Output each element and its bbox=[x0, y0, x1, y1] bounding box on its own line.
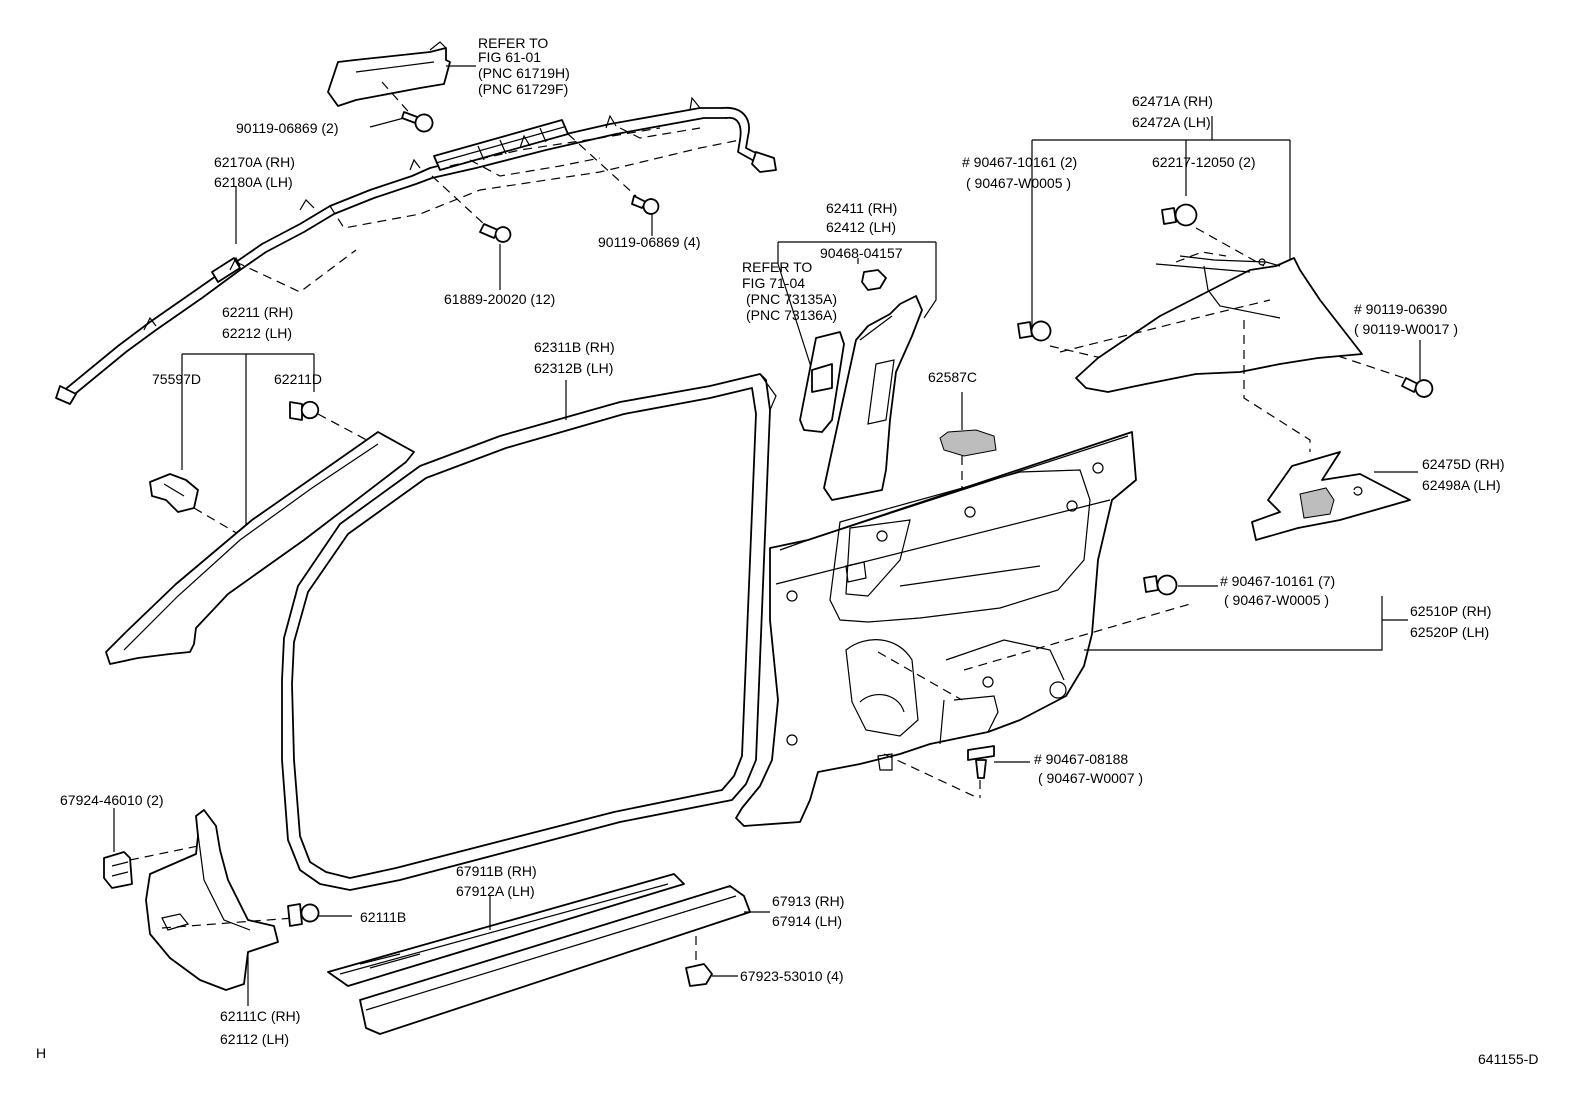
label-c-pillar-lh: 62472A (LH) bbox=[1132, 114, 1211, 130]
clip-67924-icon bbox=[103, 851, 133, 889]
label-refer-61-line2: FIG 61-01 bbox=[478, 49, 541, 65]
label-a-pillar-lh: 62212 (LH) bbox=[222, 325, 292, 341]
label-b-pillar-lh: 62412 (LH) bbox=[826, 219, 896, 235]
label-cover-62587c: 62587C bbox=[928, 369, 977, 385]
label-clip-46010: 67924-46010 (2) bbox=[60, 792, 164, 808]
cover-62587c bbox=[939, 429, 997, 457]
label-c-pillar-rh: 62471A (RH) bbox=[1132, 93, 1213, 109]
cowl-side-trim bbox=[145, 809, 279, 991]
c-pillar-garnish bbox=[1075, 255, 1363, 393]
label-clip-10161-7: # 90467-10161 (7) bbox=[1220, 573, 1335, 589]
label-airbag-lh: 62180A (LH) bbox=[214, 174, 293, 190]
label-refer-71-line2: FIG 71-04 bbox=[742, 275, 805, 291]
label-airbag-rh: 62170A (RH) bbox=[214, 154, 295, 170]
clip-62111b-icon bbox=[287, 903, 320, 927]
label-bolt-top: 90119-06869 (2) bbox=[236, 120, 338, 136]
label-weatherstrip-rh: 62311B (RH) bbox=[534, 339, 615, 355]
label-pad-lh: 62498A (LH) bbox=[1422, 477, 1501, 493]
clip-90467-08188-icon bbox=[967, 745, 995, 779]
a-pillar-garnish bbox=[105, 431, 415, 665]
label-scuff-rh: 67911B (RH) bbox=[456, 863, 537, 879]
clip-62211d-icon bbox=[289, 400, 320, 421]
curtain-airbag bbox=[55, 96, 777, 405]
label-scuff-lh: 67912A (LH) bbox=[456, 883, 535, 899]
label-pad-rh: 62475D (RH) bbox=[1422, 456, 1504, 472]
bolt-90119-icon bbox=[1401, 377, 1434, 398]
label-cowl-rh: 62111C (RH) bbox=[220, 1008, 300, 1024]
label-clip-w0005-b: ( 90467-W0005 ) bbox=[1224, 592, 1329, 608]
label-clip-w0007: ( 90467-W0007 ) bbox=[1038, 770, 1143, 786]
label-clip-62211d: 62211D bbox=[274, 371, 322, 387]
label-sill-rh: 67913 (RH) bbox=[772, 893, 844, 909]
label-a-pillar-rh: 62211 (RH) bbox=[222, 304, 293, 320]
label-group: REFER TO FIG 61-01 (PNC 61719H) (PNC 617… bbox=[36, 35, 1538, 1067]
label-clip-53010: 67923-53010 (4) bbox=[740, 968, 844, 984]
label-bolt-w0017: ( 90119-W0017 ) bbox=[1354, 321, 1458, 337]
label-bolt-06390: # 90119-06390 bbox=[1354, 301, 1447, 317]
label-refer-71-line4: (PNC 73136A) bbox=[746, 307, 837, 323]
label-refer-61-line1: REFER TO bbox=[478, 35, 548, 51]
label-clip-08188: # 90467-08188 bbox=[1034, 751, 1128, 767]
clip-90467-10161-icon bbox=[1017, 320, 1052, 342]
label-clip-12: 61889-20020 (12) bbox=[444, 291, 555, 307]
clip-icon bbox=[479, 223, 512, 243]
label-weatherstrip-lh: 62312B (LH) bbox=[534, 360, 613, 376]
scuff-plate-67911b bbox=[327, 873, 685, 987]
label-quarter-lh: 62520P (LH) bbox=[1410, 624, 1489, 640]
label-clip-90468: 90468-04157 bbox=[820, 245, 903, 261]
label-clip-w0005-a: ( 90467-W0005 ) bbox=[966, 175, 1071, 191]
clip-90467-10161-7-icon bbox=[1143, 574, 1178, 596]
label-refer-61-line4: (PNC 61729F) bbox=[478, 81, 568, 97]
label-refer-61-line3: (PNC 61719H) bbox=[478, 65, 570, 81]
door-weatherstrip bbox=[281, 373, 777, 891]
label-bolt-mid: 90119-06869 (4) bbox=[598, 234, 700, 250]
bolt-icon bbox=[401, 111, 434, 133]
seat-belt-guide bbox=[799, 331, 845, 433]
label-clip-75597d: 75597D bbox=[152, 371, 201, 387]
label-refer-71-line1: REFER TO bbox=[742, 259, 812, 275]
label-refer-71-line3: (PNC 73135A) bbox=[746, 291, 837, 307]
corner-mark: H bbox=[36, 1045, 46, 1061]
b-pillar-garnish bbox=[823, 295, 923, 501]
label-clip-62111b: 62111B bbox=[360, 909, 406, 925]
label-clip-10161-2: # 90467-10161 (2) bbox=[962, 154, 1077, 170]
figure-code: 641155-D bbox=[1478, 1051, 1538, 1067]
bolt-icon bbox=[631, 195, 660, 215]
clip-75597d-icon bbox=[149, 473, 199, 513]
label-clip-12050: 62217-12050 (2) bbox=[1152, 154, 1256, 170]
label-sill-lh: 67914 (LH) bbox=[772, 913, 842, 929]
label-b-pillar-rh: 62411 (RH) bbox=[826, 200, 897, 216]
label-quarter-rh: 62510P (RH) bbox=[1410, 603, 1491, 619]
pad-62475d bbox=[1251, 451, 1411, 541]
reference-bracket-61 bbox=[327, 41, 451, 107]
clip-67923-icon bbox=[685, 963, 713, 987]
label-cowl-lh: 62112 (LH) bbox=[220, 1031, 289, 1047]
clip-90468-icon bbox=[861, 269, 887, 291]
quarter-trim-panel bbox=[735, 431, 1137, 827]
clip-62217-icon bbox=[1161, 203, 1198, 227]
